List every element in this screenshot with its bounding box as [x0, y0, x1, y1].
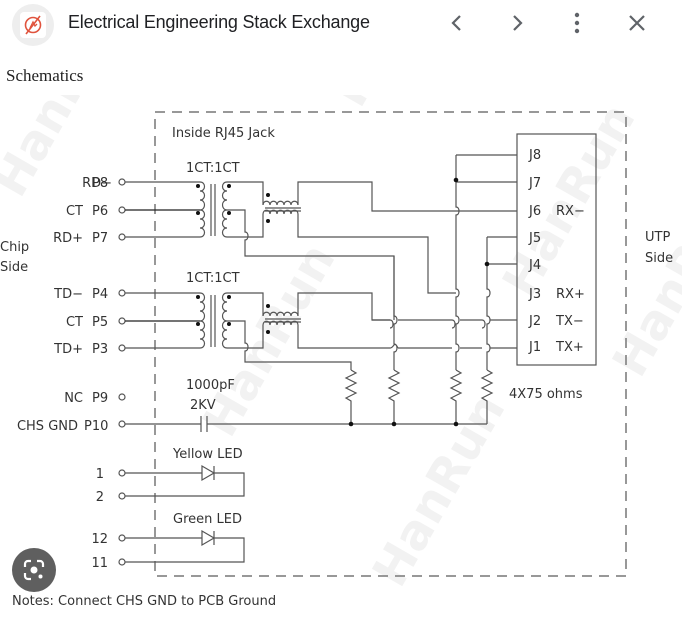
connector-signal: TX− — [555, 314, 584, 329]
left-pin-number: P7 — [92, 231, 108, 246]
left-pin-label: RD+ — [53, 231, 83, 246]
site-logo[interactable] — [12, 4, 54, 46]
left-pin-label: CHS GND — [17, 419, 78, 434]
capacitor-rating: 2KV — [190, 398, 216, 413]
resistor-label: 4X75 ohms — [509, 387, 583, 402]
connector-signal: TX+ — [555, 340, 584, 355]
svg-text:HanRun: HanRun — [362, 384, 517, 596]
chip-side-label-1: Chip — [0, 240, 29, 255]
svg-text:HanRun: HanRun — [322, 95, 477, 116]
connector-pin: J2 — [528, 314, 541, 329]
left-pin-labels: RD− P8 CT P6 RD+ P7 TD− P4 CT P5 TD+ P3 … — [17, 176, 112, 434]
rj45-jack-boundary — [154, 111, 627, 577]
left-pin-number: P5 — [92, 315, 108, 330]
section-title: Schematics — [6, 66, 84, 85]
pin-terminals — [118, 178, 126, 566]
wiring — [125, 133, 597, 563]
left-pin-number: P3 — [92, 342, 108, 357]
notes-text: Notes: Connect CHS GND to PCB Ground — [12, 594, 276, 609]
led-pin-label: 2 — [96, 490, 104, 505]
left-pin-number: P10 — [84, 419, 108, 434]
connector-pin: J3 — [528, 287, 541, 302]
led-pin-label: 1 — [96, 467, 104, 482]
chip-side-label-2: Side — [0, 260, 28, 275]
left-pin-number: P8 — [92, 176, 108, 191]
connector-pin-labels: J8 J7 J6 RX− J5 J4 J3 RX+ J2 TX− J1 TX+ — [528, 148, 585, 355]
left-pin-label: CT — [66, 315, 83, 330]
rj45-schematic: HanRun HanRun HanRun HanRun HanRun HanRu… — [0, 95, 682, 609]
utp-side-label-2: Side — [645, 251, 673, 266]
left-pin-label: TD− — [53, 287, 83, 302]
left-pin-label: NC — [64, 391, 83, 406]
utp-side-label-1: UTP — [645, 230, 670, 245]
transformer-ratio-top: 1CT:1CT — [186, 161, 240, 176]
close-icon — [629, 15, 645, 31]
connector-pin: J4 — [528, 258, 541, 273]
chevron-right-icon — [513, 15, 523, 31]
svg-text:HanRun: HanRun — [602, 174, 682, 386]
chevron-left-icon — [451, 15, 461, 31]
svg-text:HanRun: HanRun — [492, 95, 647, 306]
left-pin-number: P9 — [92, 391, 108, 406]
connector-pin: J7 — [528, 176, 541, 191]
led-pin-label: 11 — [91, 556, 108, 571]
more-options-button[interactable] — [561, 8, 593, 38]
connector-signal: RX+ — [556, 287, 585, 302]
close-button[interactable] — [621, 8, 653, 38]
transformer-ratio-bottom: 1CT:1CT — [186, 271, 240, 286]
more-vertical-icon — [574, 12, 580, 34]
left-pin-number: P4 — [92, 287, 108, 302]
yellow-led-label: Yellow LED — [172, 447, 243, 462]
connector-pin: J1 — [528, 340, 541, 355]
svg-text:HanRun: HanRun — [0, 95, 136, 206]
capacitor-value: 1000pF — [186, 378, 235, 393]
lens-button[interactable] — [12, 548, 56, 592]
left-pin-label: TD+ — [53, 342, 83, 357]
back-button[interactable] — [441, 8, 473, 38]
led-pin-label: 12 — [91, 532, 108, 547]
left-pin-label: CT — [66, 204, 83, 219]
forward-button[interactable] — [501, 8, 533, 38]
google-lens-icon — [23, 559, 45, 581]
connector-pin: J6 — [528, 204, 541, 219]
top-bar: Electrical Engineering Stack Exchange — [0, 0, 682, 46]
stack-exchange-ee-logo-icon — [20, 12, 46, 38]
connector-pin: J5 — [528, 231, 541, 246]
left-pin-number: P6 — [92, 204, 108, 219]
connector-signal: RX− — [556, 204, 585, 219]
green-led-label: Green LED — [173, 512, 242, 527]
junction-dots — [196, 177, 490, 427]
site-title[interactable]: Electrical Engineering Stack Exchange — [68, 12, 370, 32]
connector-pin: J8 — [528, 148, 541, 163]
left-pin-label: RD− — [82, 176, 112, 191]
box-label: Inside RJ45 Jack — [172, 126, 275, 141]
